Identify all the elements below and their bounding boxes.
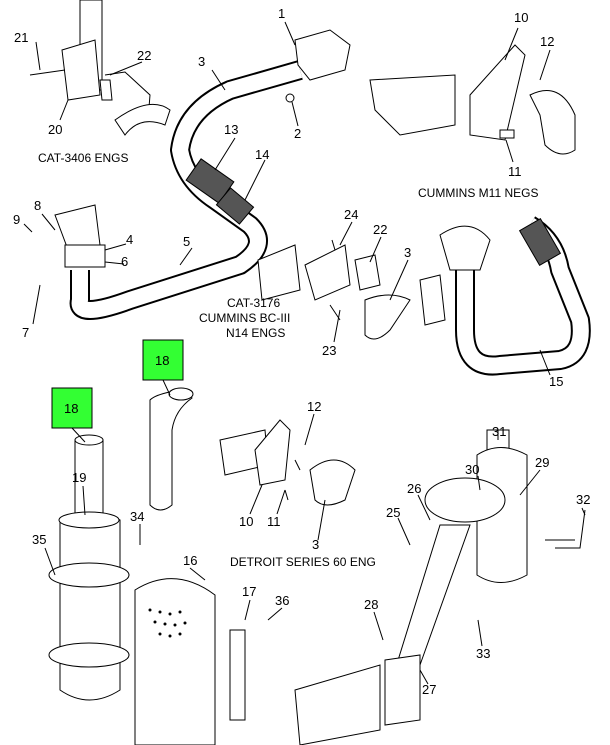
callout-28[interactable]: 28 [364, 597, 378, 612]
callout-24[interactable]: 24 [344, 207, 358, 222]
cat3176-bracket-group [257, 239, 411, 340]
muffler-stack-left [48, 434, 130, 701]
highlight-box-18-bent[interactable] [142, 339, 184, 381]
callout-22[interactable]: 22 [137, 48, 151, 63]
callout-11b[interactable]: 11 [267, 514, 281, 529]
callout-19[interactable]: 19 [72, 470, 86, 485]
callout-11[interactable]: 11 [508, 164, 522, 179]
heat-shield [134, 578, 246, 745]
callout-3b[interactable]: 3 [404, 245, 411, 260]
callout-10[interactable]: 10 [514, 10, 528, 25]
highlight-box-18-straight[interactable] [51, 387, 93, 429]
caption-cummins-m11: CUMMINS M11 NEGS [418, 186, 538, 200]
callout-26[interactable]: 26 [407, 481, 421, 496]
callout-17[interactable]: 17 [242, 584, 256, 599]
exhaust-pipe-upper [54, 29, 351, 320]
callout-14[interactable]: 14 [255, 147, 269, 162]
callout-31[interactable]: 31 [492, 424, 506, 439]
callout-35[interactable]: 35 [32, 532, 46, 547]
callout-33[interactable]: 33 [476, 646, 490, 661]
callout-2[interactable]: 2 [294, 126, 301, 141]
caption-cat-3406: CAT-3406 ENGS [38, 151, 128, 165]
callout-29[interactable]: 29 [535, 455, 549, 470]
callout-10b[interactable]: 10 [239, 514, 253, 529]
callout-34[interactable]: 34 [130, 509, 144, 524]
callout-20[interactable]: 20 [48, 122, 62, 137]
callout-4[interactable]: 4 [126, 232, 133, 247]
callout-1[interactable]: 1 [278, 6, 285, 21]
callout-30[interactable]: 30 [465, 462, 479, 477]
callout-23[interactable]: 23 [322, 343, 336, 358]
callout-32[interactable]: 32 [576, 492, 590, 507]
callout-labels: 21 22 20 CAT-3406 ENGS 1 3 2 13 14 10 12… [13, 6, 590, 697]
stack-pipe-bent [149, 387, 194, 511]
callout-9[interactable]: 9 [13, 212, 20, 227]
cummins-m11-bracket-group [369, 44, 576, 155]
callout-27[interactable]: 27 [422, 682, 436, 697]
callout-5[interactable]: 5 [183, 234, 190, 249]
callout-22b[interactable]: 22 [373, 222, 387, 237]
callout-18-straight[interactable]: 18 [64, 401, 78, 416]
callout-12[interactable]: 12 [540, 34, 554, 49]
caption-cat-3176: CAT-3176 [227, 296, 280, 310]
callout-18-bent[interactable]: 18 [155, 353, 169, 368]
muffler-assembly-right [294, 429, 586, 745]
callout-16[interactable]: 16 [183, 553, 197, 568]
detroit-bracket-group [219, 419, 356, 506]
callout-12b[interactable]: 12 [307, 399, 321, 414]
callout-6[interactable]: 6 [121, 254, 128, 269]
callout-7[interactable]: 7 [22, 325, 29, 340]
caption-detroit: DETROIT SERIES 60 ENG [230, 555, 376, 569]
callout-21[interactable]: 21 [14, 30, 28, 45]
callout-8[interactable]: 8 [34, 198, 41, 213]
callout-3[interactable]: 3 [198, 54, 205, 69]
caption-n14: N14 ENGS [226, 326, 285, 340]
caption-cummins-bc-iii: CUMMINS BC-III [199, 311, 290, 325]
callout-3c[interactable]: 3 [312, 537, 319, 552]
callout-36[interactable]: 36 [275, 593, 289, 608]
cat3406-bracket-group [29, 0, 171, 136]
callout-13[interactable]: 13 [224, 122, 238, 137]
callout-25[interactable]: 25 [386, 505, 400, 520]
callout-15[interactable]: 15 [549, 374, 563, 389]
exhaust-pipe-right [419, 216, 591, 376]
